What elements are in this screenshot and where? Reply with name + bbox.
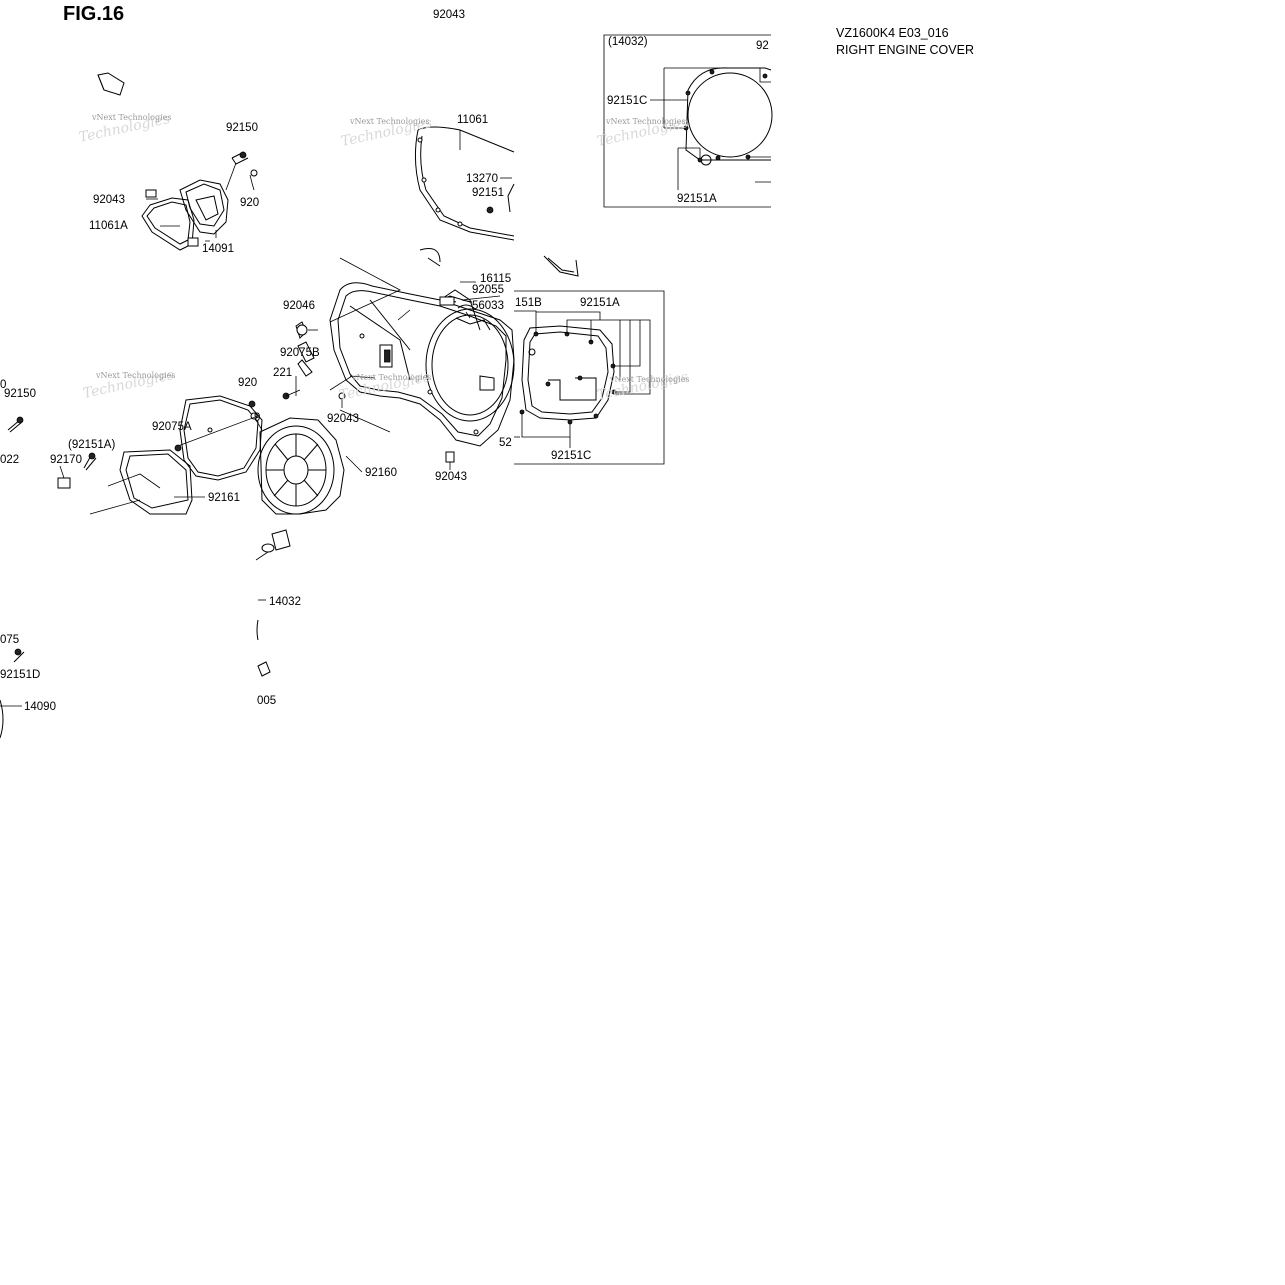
part-label: 92046 [283, 300, 315, 312]
svg-text:vNext Technologies: vNext Technologies [605, 117, 685, 126]
part-label: 92150 [226, 122, 258, 134]
svg-text:vNext Technologies: vNext Technologies [349, 117, 429, 126]
part-label: 11061A [89, 220, 128, 232]
svg-text:vNext Technologies: vNext Technologies [91, 113, 171, 122]
part-label: 92151C [607, 95, 647, 107]
part-label: 075 [0, 634, 19, 646]
engine-cover-main [329, 248, 579, 447]
small-parts [0, 321, 455, 739]
watermarks: Technologies vNext Technologies Technolo… [78, 111, 690, 404]
part-label: 92150 [4, 388, 36, 400]
model-info: VZ1600K4 E03_016 RIGHT ENGINE COVER [836, 25, 974, 59]
part-label: 16115 [480, 273, 511, 285]
part-label: 221 [273, 367, 292, 379]
part-label: (92151A) [68, 439, 115, 451]
gasket-11061 [414, 126, 515, 241]
part-label: 13270 [466, 173, 498, 185]
part-label: 0 [0, 379, 6, 391]
part-label: 11061 [457, 114, 488, 126]
part-label: 920 [238, 377, 257, 389]
part-label: 14091 [202, 243, 234, 255]
model-code: VZ1600K4 E03_016 [836, 26, 949, 40]
part-label: 92161 [208, 492, 240, 504]
inset-box [603, 34, 773, 208]
part-label: 14032 [269, 596, 301, 608]
svg-text:vNext Technologies: vNext Technologies [609, 375, 689, 384]
part-label: 92043 [327, 413, 359, 425]
part-label: 92075A [152, 421, 192, 433]
part-label: 151B [515, 297, 542, 309]
outer-cover-box [514, 290, 665, 465]
part-label: 14090 [24, 701, 56, 713]
part-label: 92151D [0, 669, 40, 681]
gasket-92075a [177, 395, 263, 481]
svg-text:vNext Technologies: vNext Technologies [351, 373, 431, 382]
cover-92161 [89, 444, 205, 515]
part-label: 92151A [677, 193, 717, 205]
part-label: 92 [756, 40, 769, 52]
part-label: 92151 [472, 187, 504, 199]
part-label: 92151C [551, 450, 591, 462]
part-label: 92043 [93, 194, 125, 206]
part-label: 92043 [435, 471, 467, 483]
part-label: (14032) [608, 36, 648, 48]
part-label: 92043 [433, 9, 465, 21]
figure-title: FIG.16 [63, 3, 125, 25]
svg-text:vNext Technologies: vNext Technologies [95, 371, 175, 380]
part-label: 92151A [580, 297, 620, 309]
part-label: 52 [499, 437, 512, 449]
part-label: 022 [0, 454, 19, 466]
part-label: 92055 [472, 284, 504, 296]
cover-92160 [255, 417, 363, 515]
part-label: 56033 [472, 300, 504, 312]
model-name: RIGHT ENGINE COVER [836, 43, 974, 57]
part-label: 005 [257, 695, 276, 707]
part-label: 92170 [50, 454, 82, 466]
part-label: 92075B [280, 347, 320, 359]
part-label: 9 [254, 412, 260, 424]
cover-11061a [141, 151, 258, 251]
part-label: 920 [240, 197, 259, 209]
part-labels: 92043 (14032) 92 92151C 92151A 92150 110… [0, 9, 769, 713]
part-label: 92160 [365, 467, 397, 479]
front-arrow-icon [97, 72, 125, 96]
